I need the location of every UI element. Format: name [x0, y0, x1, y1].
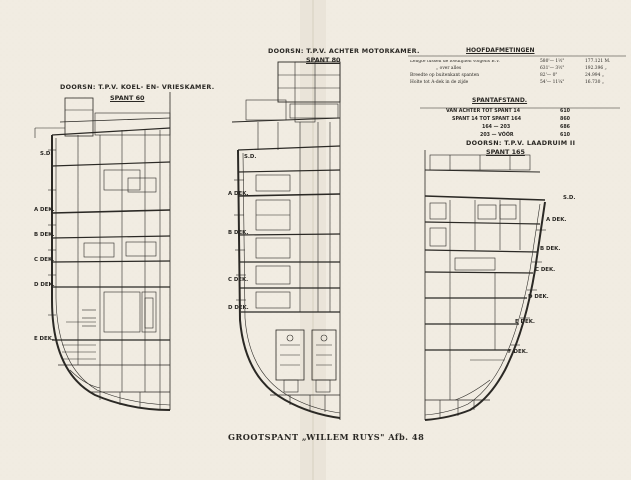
spacing-row-label: 203 — VÓÓR — [480, 133, 514, 138]
dim-row-imperial: 631'— 3½" — [540, 66, 565, 71]
left-deck-label-e: E DEK. — [34, 336, 54, 342]
right-deck-label-d: D DEK. — [528, 294, 549, 300]
left-section — [34, 92, 171, 411]
dim-row-imperial: 82'— 0" — [540, 73, 558, 78]
middle-deck-label-sd: S.D. — [244, 154, 257, 160]
spacing-row-value: 860 — [560, 117, 571, 122]
left-deck-label-d: D DEK. — [34, 282, 55, 288]
left-deck-label-sd: S.D. — [40, 151, 53, 157]
left-section-title: DOORSN: T.P.V. KOEL- EN- VRIESKAMER. — [60, 83, 215, 91]
left-deck-label-c: C DEK. — [34, 257, 55, 263]
dim-row-metric: 192.396 „ — [585, 66, 607, 71]
right-deck-label-c: C DEK. — [535, 267, 556, 273]
middle-section-frame: SPANT 80 — [306, 56, 341, 64]
right-deck-label-b: B DEK. — [540, 246, 561, 252]
main-dimensions-title: HOOFDAFMETINGEN — [466, 47, 535, 54]
dim-row-imperial: 580'— 1½" — [540, 59, 565, 64]
figure-caption: GROOTSPANT „WILLEM RUYS" Afb. 48 — [228, 432, 425, 442]
middle-deck-label-c: C DEK. — [228, 277, 249, 283]
right-deck-label-sd: S.D. — [563, 195, 576, 201]
middle-deck-label-b: B DEK. — [228, 230, 249, 236]
right-deck-label-e: E DEK. — [515, 319, 535, 325]
left-section-frame: SPANT 60 — [110, 94, 145, 102]
spacing-row-value: 610 — [560, 133, 571, 138]
dim-row-metric: 16.730 „ — [585, 80, 605, 85]
right-section-frame: SPANT 165 — [486, 148, 525, 156]
dim-row-imperial: 54'— 11¼" — [540, 80, 565, 85]
right-section — [424, 150, 546, 421]
right-deck-label-f: F DEK. — [508, 349, 528, 355]
spacing-row-label: 164 — 203 — [482, 125, 511, 130]
spacing-row-value: 610 — [560, 109, 571, 114]
middle-deck-label-d: D DEK. — [228, 305, 249, 311]
middle-section-title: DOORSN: T.P.V. ACHTER MOTORKAMER. — [268, 47, 420, 55]
frame-spacing-title: SPANTAFSTAND. — [472, 97, 528, 104]
spacing-row-label: VAN ACHTER TOT SPANT 14 — [446, 109, 521, 114]
right-section-title: DOORSN: T.P.V. LAADRUIM II — [466, 139, 576, 147]
spacing-row-value: 686 — [560, 125, 571, 130]
dim-row-label: Lengte tussen de loodlijnen volgens B.V. — [410, 60, 500, 64]
dim-row-label: Holte tot A-dek in de zijde — [410, 80, 469, 85]
dim-row-label: Breedte op buitenkant spanten — [410, 73, 480, 78]
dim-row-metric: 177.121 M. — [585, 59, 611, 64]
left-deck-label-b: B DEK. — [34, 232, 55, 238]
middle-deck-label-a: A DEK. — [228, 191, 249, 197]
middle-section — [231, 61, 341, 420]
right-deck-label-a: A DEK. — [546, 217, 567, 223]
left-deck-label-a: A DEK. — [34, 207, 55, 213]
dim-row-metric: 24.994 „ — [585, 73, 605, 78]
spacing-row-label: SPANT 14 TOT SPANT 164 — [452, 117, 522, 122]
dim-row-label: „ over alles — [436, 66, 462, 71]
